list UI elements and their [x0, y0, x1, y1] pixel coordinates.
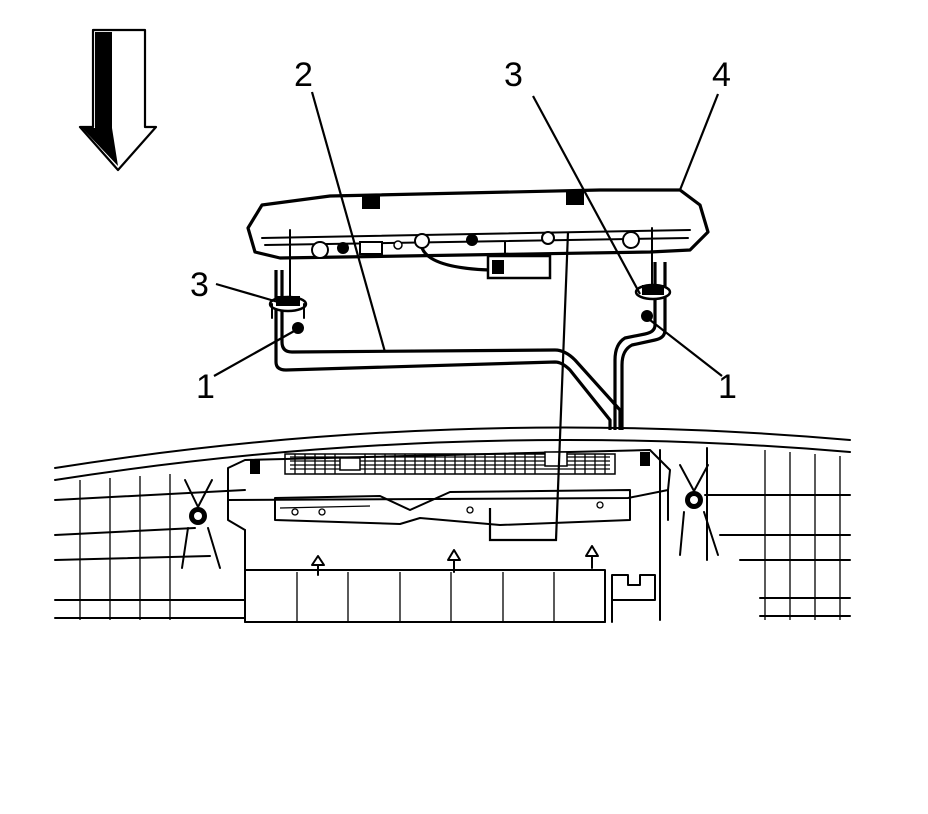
leader-lines	[213, 91, 723, 542]
callout-1-left: 1	[196, 368, 215, 406]
fastener-left	[268, 295, 308, 334]
mounting-pins	[311, 545, 599, 576]
hose-harness	[274, 227, 667, 430]
module-assembly	[246, 188, 710, 280]
callout-4: 4	[712, 56, 731, 94]
hinge-left	[181, 479, 221, 569]
body-panel	[54, 426, 851, 623]
callout-2: 2	[294, 56, 313, 94]
hinge-right	[679, 464, 719, 556]
arrow-down-icon	[78, 28, 158, 172]
callout-1-right: 1	[718, 368, 737, 406]
callout-3-left: 3	[190, 266, 209, 304]
callout-3-right: 3	[504, 56, 523, 94]
fastener-right	[634, 283, 672, 322]
vent-grille	[250, 451, 650, 475]
